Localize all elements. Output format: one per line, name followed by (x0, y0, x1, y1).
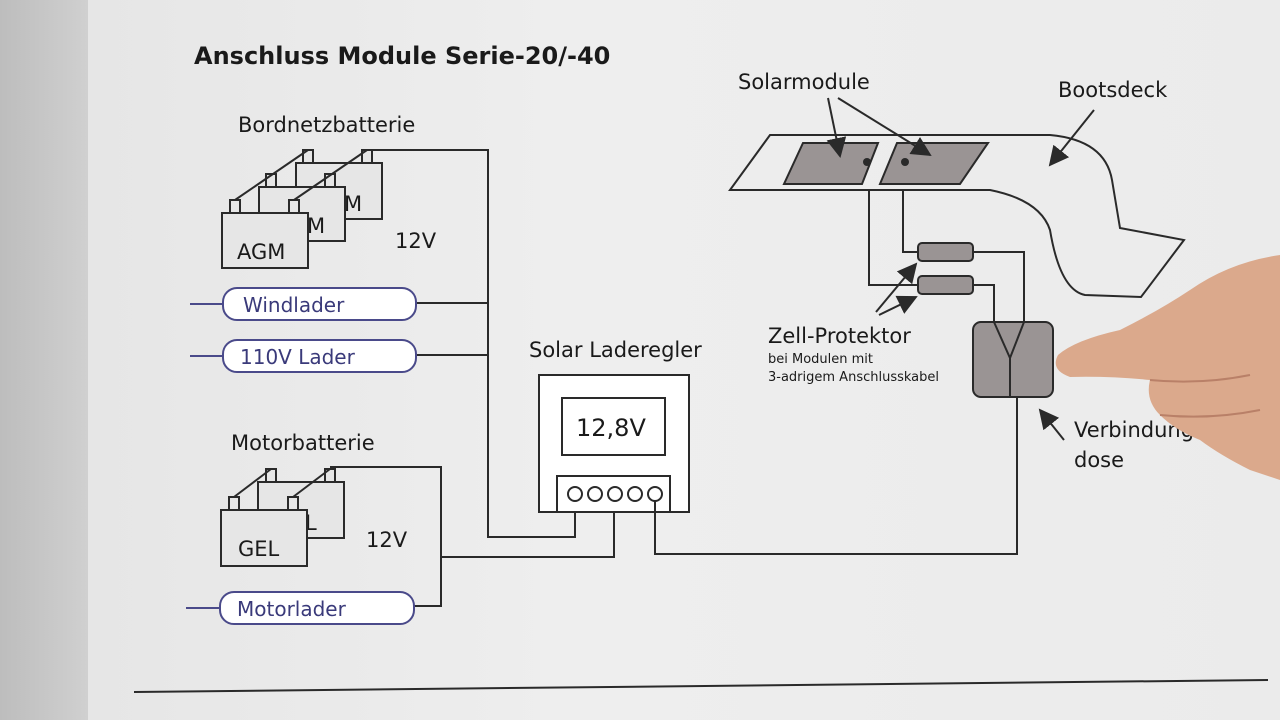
cell-protector-heading: Zell-Protektor (768, 324, 911, 348)
solar-modules-heading: Solarmodule (738, 70, 870, 94)
junction-box (972, 321, 1054, 398)
battery-terminal (228, 496, 240, 511)
motor-battery-bank: L GEL (220, 468, 345, 567)
regulator-heading: Solar Laderegler (529, 338, 702, 362)
motor-to-regulator-wire (441, 500, 615, 558)
regulator-terminal (587, 486, 603, 502)
junction-box-wiring (993, 321, 1025, 397)
windlader-label: Windlader (243, 293, 345, 317)
house-battery-heading: Bordnetzbatterie (238, 113, 415, 137)
cell-protector-arrow (878, 295, 918, 316)
boat-deck-heading: Bootsdeck (1058, 78, 1168, 102)
110v-lader-box (222, 339, 417, 373)
module-junction-dot (901, 158, 909, 166)
motor-battery-front (220, 509, 308, 567)
battery-terminal (324, 173, 336, 188)
cell-protector-note-2: 3-adrigem Anschlusskabel (768, 370, 939, 385)
junction-box-label-2: dose (1074, 448, 1124, 472)
regulator-terminal (607, 486, 623, 502)
battery-terminal (265, 173, 277, 188)
battery-link-wire (293, 149, 368, 201)
battery-terminal (229, 199, 241, 214)
cell-protector-top (917, 242, 974, 262)
junction-box-arrow (1038, 408, 1065, 441)
regulator-terminal (627, 486, 643, 502)
110v-lader-label: 110V Lader (240, 345, 356, 369)
motorlader-label: Motorlader (237, 597, 347, 621)
protector-out-wire (973, 251, 1025, 322)
solar-feed-wire (654, 380, 1018, 555)
solar-modules-arrow (826, 97, 847, 158)
junction-box-label-1: Verbindungs (1074, 418, 1205, 442)
windlader-box (222, 287, 417, 321)
bottom-rule (133, 679, 1269, 693)
motor-battery-front-label: GEL (238, 537, 280, 561)
module-lead-wire (868, 190, 918, 286)
battery-terminal (288, 199, 300, 214)
cell-protector-arrow (875, 262, 918, 313)
regulator-terminal (647, 486, 663, 502)
motor-bus-wire (330, 466, 442, 607)
module-lead-wire (902, 190, 918, 253)
house-battery-back-label: M (344, 192, 362, 216)
house-battery-front-label: AGM (237, 240, 285, 264)
house-battery-middle-label: M (307, 214, 325, 238)
solar-modules-arrow (837, 97, 932, 157)
battery-terminal (287, 496, 299, 511)
solar-module-right (878, 142, 990, 185)
module-junction-dot (863, 158, 871, 166)
regulator-display (561, 397, 666, 456)
house-battery-front (221, 212, 309, 269)
motor-battery-voltage: 12V (366, 528, 408, 552)
regulator-display-value: 12,8V (576, 414, 646, 442)
solar-module-left (782, 142, 880, 185)
battery-link-wire (292, 468, 331, 498)
battery-link-wire (233, 468, 272, 498)
motorlader-box (219, 591, 415, 625)
battery-link-wire (234, 149, 309, 201)
page-title: Anschluss Module Serie-20/-40 (194, 42, 610, 70)
cell-protector-note-1: bei Modulen mit (768, 352, 873, 367)
paper-left-edge (0, 0, 88, 720)
motor-battery-heading: Motorbatterie (231, 431, 375, 455)
protector-out-wire (973, 284, 995, 322)
house-battery-voltage: 12V (395, 229, 437, 253)
house-battery-bank: M M AGM (221, 149, 383, 269)
house-bus-wire (367, 149, 576, 538)
cell-protector-bottom (917, 275, 974, 295)
boat-deck-arrow (1048, 109, 1095, 167)
regulator-terminal (567, 486, 583, 502)
